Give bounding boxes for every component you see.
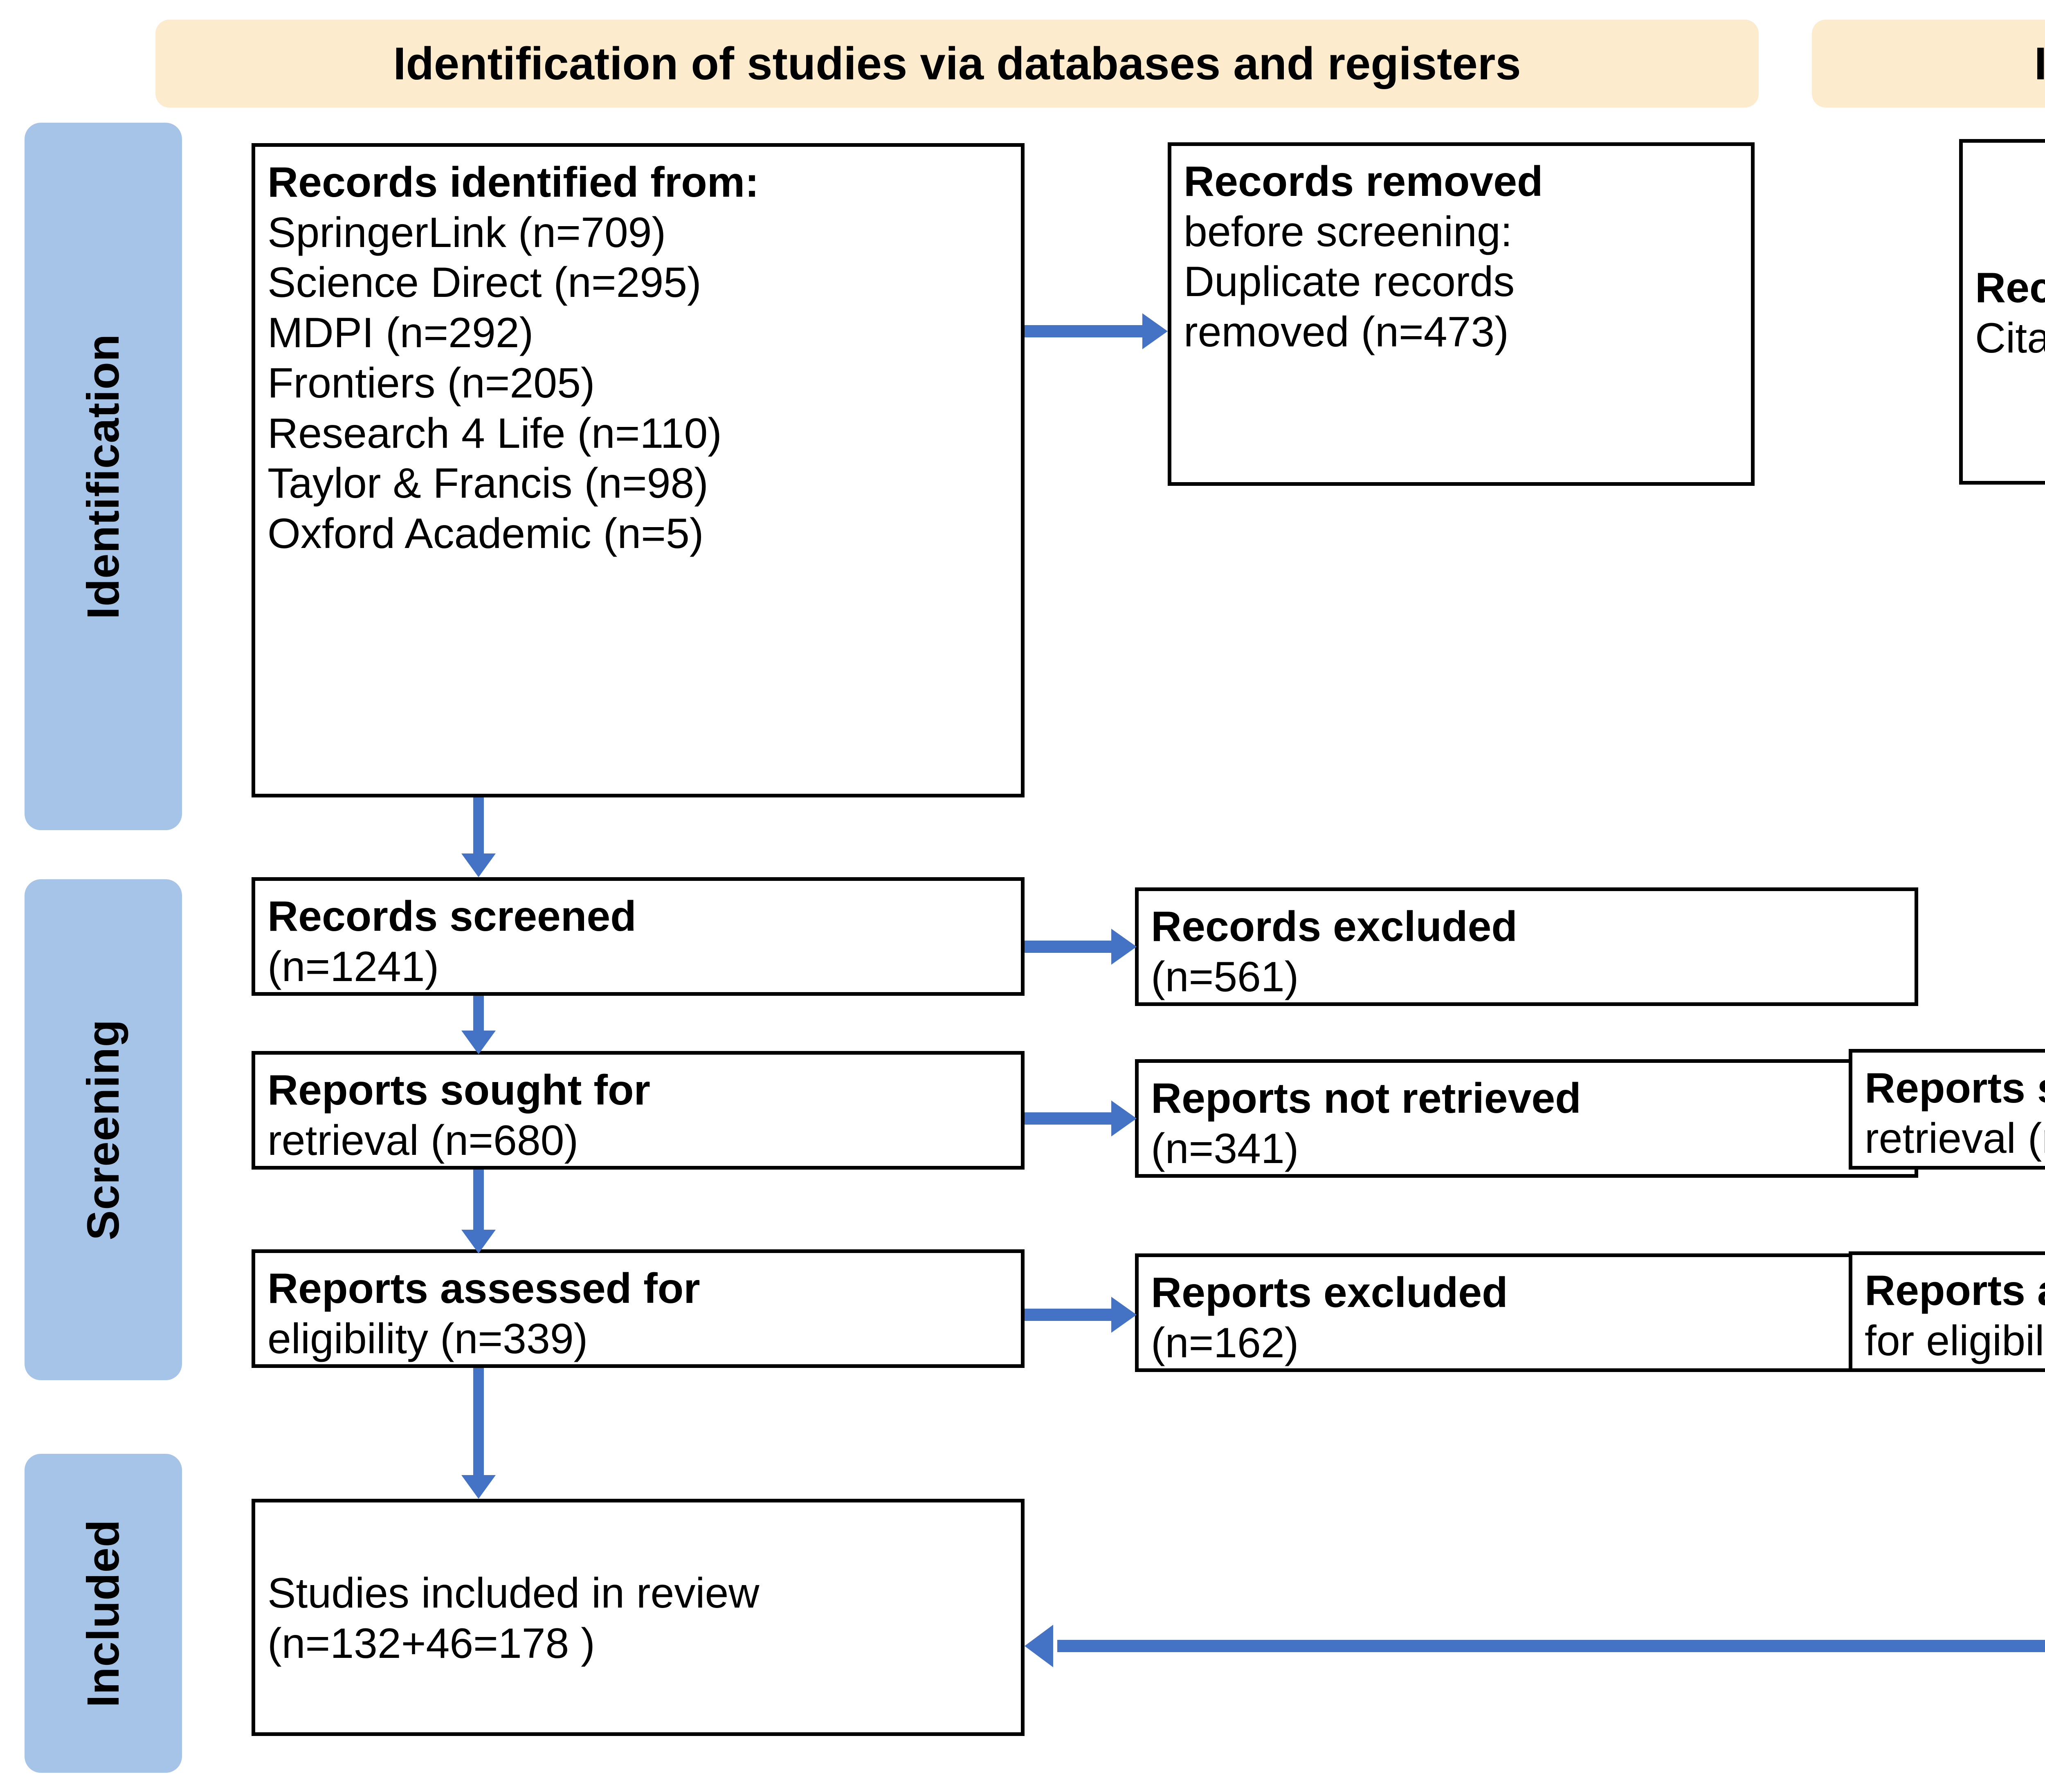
box-reports-sought-retrieval-databases: Reports sought for retrieval (n=680) bbox=[252, 1051, 1025, 1170]
records-identified-db-source-4: Research 4 Life (n=110) bbox=[267, 409, 722, 457]
arrow-shaft bbox=[473, 996, 484, 1032]
arrow-head bbox=[1111, 1100, 1137, 1136]
box-records-removed-before-screening: Records removed before screening: Duplic… bbox=[1168, 142, 1755, 486]
records-identified-db-source-6: Oxford Academic (n=5) bbox=[267, 510, 704, 558]
records-screened-title: Records screened bbox=[267, 893, 636, 940]
reports-sought-other-line2: retrieval (n=75) bbox=[1865, 1114, 2045, 1164]
rail-identification-label: Identification bbox=[78, 333, 128, 620]
records-identified-db-source-1: Science Direct (n=295) bbox=[267, 259, 701, 307]
reports-assessed-db-line2: eligibility (n=339) bbox=[267, 1314, 1009, 1364]
records-removed-detail-line1: Duplicate records bbox=[1184, 258, 1515, 306]
arrow-shaft bbox=[1025, 1309, 1111, 1321]
reports-excluded-db-detail: (n=162) bbox=[1151, 1319, 1299, 1367]
rail-screening-label: Screening bbox=[78, 1019, 128, 1240]
records-removed-detail-line2: removed (n=473) bbox=[1184, 308, 1509, 356]
banner-other-methods: Identification of studies via other meth… bbox=[1812, 20, 2045, 108]
box-studies-included-in-review: Studies included in review (n=132+46=178… bbox=[252, 1499, 1025, 1736]
records-identified-db-source-3: Frontiers (n=205) bbox=[267, 359, 595, 407]
rail-included-label: Included bbox=[78, 1519, 128, 1708]
arrow-shaft bbox=[1025, 941, 1111, 953]
box-reports-not-retrieved-databases: Reports not retrieved (n=341) bbox=[1135, 1059, 1918, 1178]
box-records-identified-databases: Records identified from: SpringerLink (n… bbox=[252, 143, 1025, 797]
reports-sought-db-title: Reports sought for bbox=[267, 1067, 650, 1114]
reports-sought-db-count: (n=680) bbox=[418, 1116, 579, 1164]
box-reports-assessed-eligibility-other: Reports assessed for eligibility (n=47) bbox=[1849, 1251, 2045, 1372]
connector-other-to-included-horizontal bbox=[1057, 1640, 2045, 1652]
box-records-excluded: Records excluded (n=561) bbox=[1135, 887, 1918, 1006]
records-identified-db-title: Records identified from: bbox=[267, 159, 759, 206]
arrow-head bbox=[1142, 313, 1168, 349]
banner-databases-registers: Identification of studies via databases … bbox=[155, 20, 1759, 108]
records-screened-detail: (n=1241) bbox=[267, 943, 439, 990]
arrow-shaft bbox=[473, 797, 484, 855]
rail-screening: Screening bbox=[25, 879, 182, 1380]
rail-included: Included bbox=[25, 1454, 182, 1773]
reports-assessed-db-title: Reports assessed for bbox=[267, 1265, 700, 1312]
rail-identification: Identification bbox=[25, 123, 182, 830]
records-excluded-title: Records excluded bbox=[1151, 903, 1517, 950]
records-identified-other-title: Records identified from: bbox=[1975, 264, 2045, 312]
reports-assessed-other-line2-bold: for eligibility bbox=[1865, 1317, 2045, 1365]
arrow-shaft bbox=[473, 1170, 484, 1231]
banner-other-methods-label: Identification of studies via other meth… bbox=[2034, 38, 2045, 89]
reports-sought-other-line2-bold: retrieval bbox=[1865, 1114, 2016, 1162]
records-identified-db-source-2: MDPI (n=292) bbox=[267, 309, 534, 357]
reports-sought-db-line2-bold: retrieval bbox=[267, 1116, 419, 1164]
records-removed-title-line2-bold: before screening bbox=[1184, 208, 1501, 256]
studies-included-line2: (n=132+46=178 ) bbox=[267, 1620, 595, 1667]
records-identified-db-source-0: SpringerLink (n=709) bbox=[267, 209, 666, 256]
reports-assessed-db-count: (n=339) bbox=[428, 1315, 588, 1363]
reports-excluded-db-title: Reports excluded bbox=[1151, 1269, 1508, 1316]
arrow-shaft bbox=[1025, 325, 1142, 337]
reports-assessed-other-line2: for eligibility (n=47) bbox=[1865, 1316, 2045, 1366]
box-records-screened: Records screened (n=1241) bbox=[252, 877, 1025, 996]
arrow-shaft bbox=[473, 1368, 484, 1476]
arrow-head bbox=[1025, 1625, 1053, 1667]
records-removed-title-colon: : bbox=[1500, 208, 1512, 256]
reports-sought-other-count: (n=75) bbox=[2027, 1114, 2045, 1162]
records-removed-title-line1: Records removed bbox=[1184, 158, 1543, 205]
reports-sought-db-line2: retrieval (n=680) bbox=[267, 1116, 1009, 1166]
studies-included-line1: Studies included in review bbox=[267, 1570, 760, 1617]
records-excluded-detail: (n=561) bbox=[1151, 953, 1299, 1001]
arrow-head bbox=[461, 853, 496, 877]
banner-databases-registers-label: Identification of studies via databases … bbox=[393, 38, 1521, 89]
box-reports-sought-retrieval-other: Reports sought for retrieval (n=75) bbox=[1849, 1049, 2045, 1170]
reports-not-retrieved-db-title: Reports not retrieved bbox=[1151, 1075, 1581, 1122]
records-removed-title-line2: before screening: bbox=[1184, 207, 1739, 257]
reports-not-retrieved-db-detail: (n=341) bbox=[1151, 1125, 1299, 1172]
arrow-head bbox=[1111, 929, 1137, 965]
records-identified-other-detail: Citation searching (n=88) bbox=[1975, 314, 2045, 362]
box-reports-assessed-eligibility-databases: Reports assessed for eligibility (n=339) bbox=[252, 1249, 1025, 1368]
reports-assessed-db-line2-bold: eligibility bbox=[267, 1315, 429, 1363]
records-identified-db-source-5: Taylor & Francis (n=98) bbox=[267, 460, 708, 508]
box-reports-excluded-databases: Reports excluded (n=162) bbox=[1135, 1253, 1918, 1372]
arrow-head bbox=[461, 1475, 496, 1499]
arrow-head bbox=[1111, 1297, 1137, 1333]
box-records-identified-other: Records identified from: Citation search… bbox=[1959, 139, 2045, 485]
reports-sought-other-title: Reports sought for bbox=[1865, 1064, 2045, 1112]
arrow-shaft bbox=[1025, 1112, 1111, 1125]
reports-assessed-other-title: Reports assessed bbox=[1865, 1267, 2045, 1314]
